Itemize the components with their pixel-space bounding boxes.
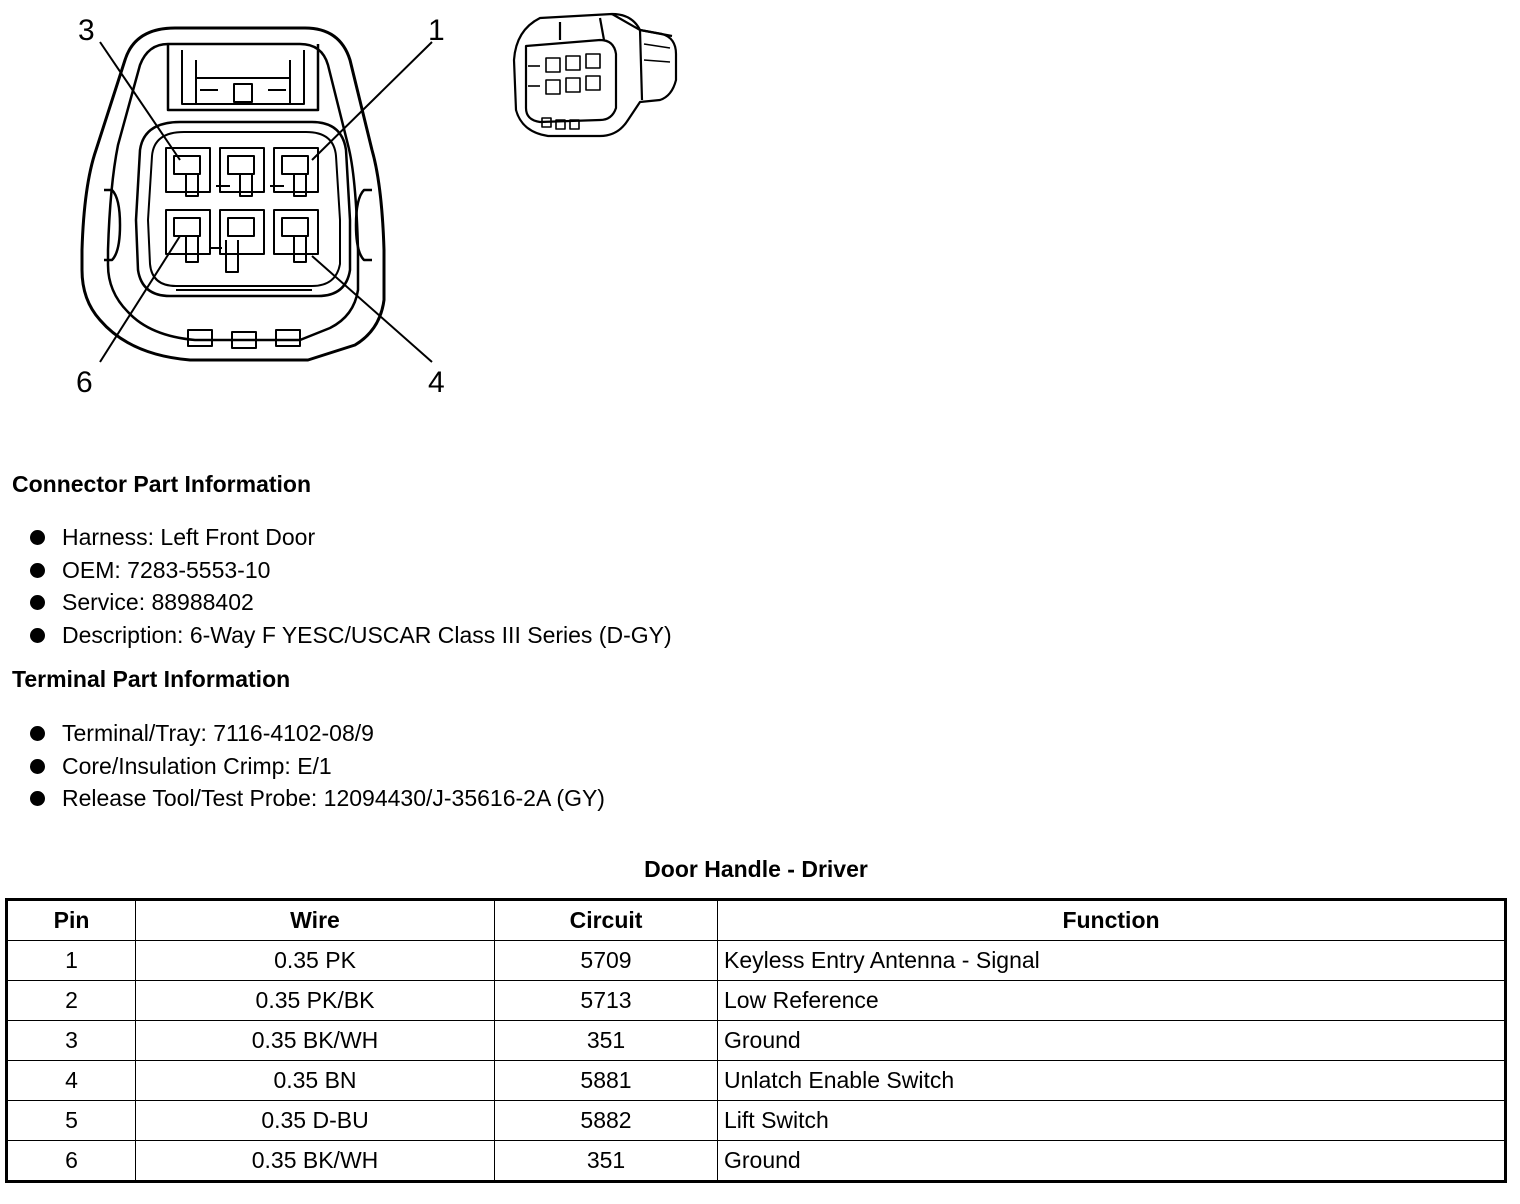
header-pin: Pin: [6, 899, 136, 941]
table-row: 5 0.35 D-BU 5882 Lift Switch: [6, 1100, 1506, 1141]
list-item: Terminal/Tray: 7116-4102-08/9: [30, 717, 605, 750]
cell-circuit: 5882: [494, 1100, 718, 1141]
pin-label-4: 4: [428, 366, 445, 399]
list-item: Release Tool/Test Probe: 12094430/J-3561…: [30, 782, 605, 815]
pin-label-3: 3: [78, 14, 95, 47]
list-item-text: Release Tool/Test Probe: 12094430/J-3561…: [62, 785, 605, 812]
list-item-text: Harness: Left Front Door: [62, 524, 316, 550]
connector-info-heading: Connector Part Information: [12, 471, 312, 497]
cell-wire: 0.35 PK: [135, 940, 495, 981]
table-row: 6 0.35 BK/WH 351 Ground: [6, 1140, 1506, 1182]
cell-circuit: 5713: [494, 980, 718, 1021]
connector-info-list: Harness: Left Front Door OEM: 7283-5553-…: [30, 521, 672, 652]
list-item-text: OEM: 7283-5553-10: [62, 556, 271, 583]
cell-pin: 5: [6, 1100, 136, 1141]
cell-function: Ground: [717, 1020, 1506, 1061]
list-item-text: Description: 6-Way F YESC/USCAR Class II…: [62, 622, 672, 649]
list-item: Description: 6-Way F YESC/USCAR Class II…: [30, 619, 672, 652]
table-row: 1 0.35 PK 5709 Keyless Entry Antenna - S…: [6, 940, 1506, 981]
cell-wire: 0.35 PK/BK: [135, 980, 495, 1021]
terminal-cavity-1: [270, 147, 319, 197]
cell-function: Unlatch Enable Switch: [717, 1060, 1506, 1101]
bullet-icon: [30, 726, 45, 741]
cell-pin: 4: [6, 1060, 136, 1101]
list-item-text: Core/Insulation Crimp: E/1: [62, 752, 332, 779]
cell-pin: 6: [6, 1140, 136, 1182]
cell-function: Low Reference: [717, 980, 1506, 1021]
cell-wire: 0.35 BN: [135, 1060, 495, 1101]
bullet-icon: [30, 562, 45, 578]
terminal-cavity-3: [165, 147, 211, 197]
terminal-cavity-6: [165, 209, 211, 263]
list-item-text: Service: 88988402: [62, 589, 254, 616]
table-row: 4 0.35 BN 5881 Unlatch Enable Switch: [6, 1060, 1506, 1101]
connector-diagram: 3 1 6 4: [76, 12, 678, 399]
cell-circuit: 351: [494, 1020, 718, 1061]
cell-circuit: 351: [494, 1140, 718, 1182]
terminal-info-heading: Terminal Part Information: [12, 666, 291, 692]
terminal-cavity-5: [210, 209, 265, 273]
header-function: Function: [717, 899, 1506, 941]
cell-function: Keyless Entry Antenna - Signal: [717, 940, 1506, 981]
pin-label-1: 1: [428, 14, 445, 47]
cell-function: Ground: [717, 1140, 1506, 1182]
pin-table: Pin Wire Circuit Function 1 0.35 PK 5709…: [5, 898, 1507, 1183]
terminal-cavity-2: [216, 147, 265, 197]
table-row: 3 0.35 BK/WH 351 Ground: [6, 1020, 1506, 1061]
cell-pin: 3: [6, 1020, 136, 1061]
list-item: OEM: 7283-5553-10: [30, 554, 672, 587]
cell-function: Lift Switch: [717, 1100, 1506, 1141]
header-wire: Wire: [135, 899, 495, 941]
cell-wire: 0.35 D-BU: [135, 1100, 495, 1141]
cell-circuit: 5709: [494, 940, 718, 981]
header-circuit: Circuit: [494, 899, 718, 941]
bullet-icon: [30, 530, 45, 545]
bullet-icon: [30, 758, 45, 774]
table-header-row: Pin Wire Circuit Function: [6, 899, 1506, 941]
bullet-icon: [30, 791, 45, 807]
cell-pin: 2: [6, 980, 136, 1021]
table-row: 2 0.35 PK/BK 5713 Low Reference: [6, 980, 1506, 1021]
cell-wire: 0.35 BK/WH: [135, 1020, 495, 1061]
cell-wire: 0.35 BK/WH: [135, 1140, 495, 1182]
terminal-cavity-4: [273, 209, 319, 263]
bullet-icon: [30, 628, 45, 644]
list-item: Core/Insulation Crimp: E/1: [30, 750, 605, 783]
terminal-info-list: Terminal/Tray: 7116-4102-08/9 Core/Insul…: [30, 717, 605, 815]
pin-table-title: Door Handle - Driver: [644, 856, 868, 882]
pin-label-6: 6: [76, 366, 93, 399]
bullet-icon: [30, 595, 45, 611]
cell-pin: 1: [6, 940, 136, 981]
connector-perspective-view: [512, 12, 678, 138]
cell-circuit: 5881: [494, 1060, 718, 1101]
list-item: Service: 88988402: [30, 586, 672, 619]
list-item: Harness: Left Front Door: [30, 521, 672, 554]
connector-housing-outline: [80, 26, 386, 362]
list-item-text: Terminal/Tray: 7116-4102-08/9: [62, 720, 374, 746]
